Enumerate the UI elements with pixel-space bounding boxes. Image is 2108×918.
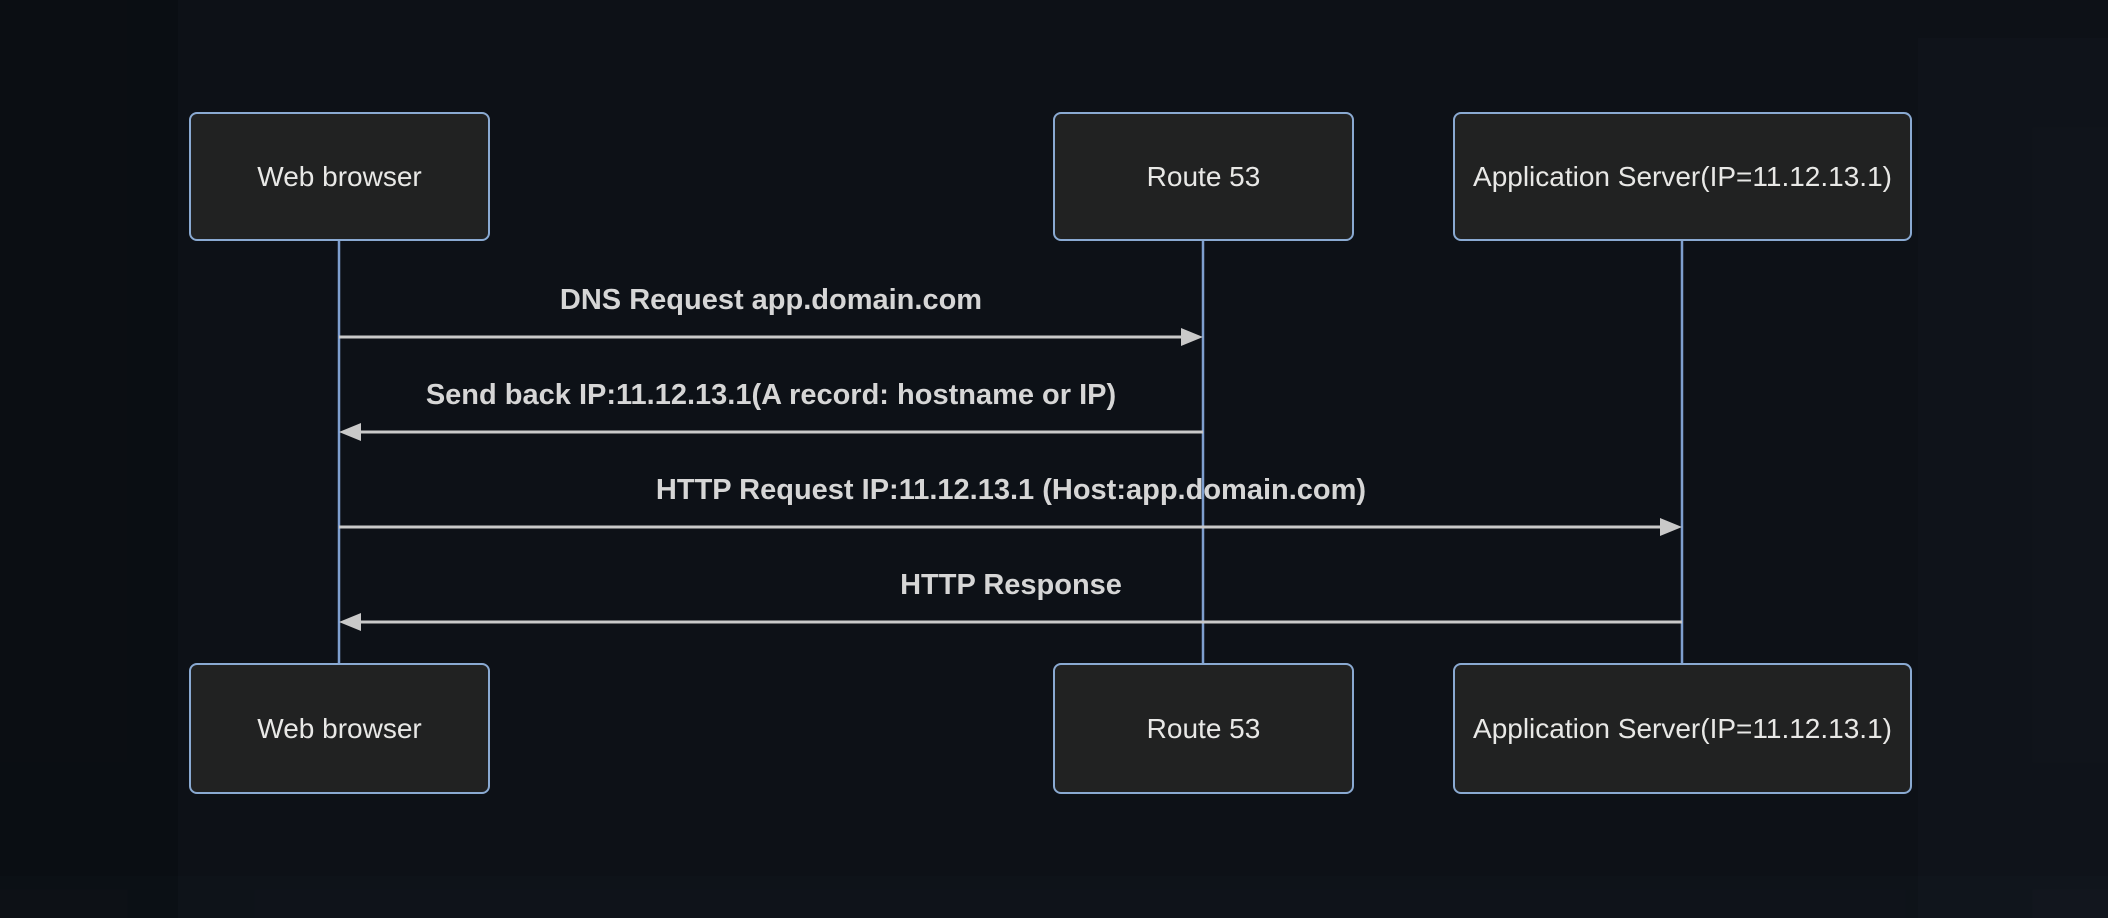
actor-label: Route 53 <box>1146 712 1261 744</box>
actor-label: Route 53 <box>1146 160 1261 192</box>
actor-box-app-server-bottom: Application Server(IP=11.12.13.1) <box>1453 663 1912 794</box>
actor-box-web-browser-top: Web browser <box>189 112 490 241</box>
actor-label: Web browser <box>257 712 422 744</box>
arrowhead-left-icon <box>339 613 361 631</box>
actor-box-route-53-bottom: Route 53 <box>1053 663 1354 794</box>
actor-box-app-server-top: Application Server(IP=11.12.13.1) <box>1453 112 1912 241</box>
actor-box-route-53-top: Route 53 <box>1053 112 1354 241</box>
actor-label: Application Server(IP=11.12.13.1) <box>1473 160 1892 192</box>
message-label-http-request: HTTP Request IP:11.12.13.1 (Host:app.dom… <box>655 474 1367 506</box>
message-label-dns-response: Send back IP:11.12.13.1(A record: hostna… <box>425 379 1117 411</box>
actor-label: Web browser <box>257 160 422 192</box>
actor-label: Application Server(IP=11.12.13.1) <box>1473 712 1892 744</box>
message-label-dns-request: DNS Request app.domain.com <box>559 284 983 316</box>
actor-box-web-browser-bottom: Web browser <box>189 663 490 794</box>
arrowhead-left-icon <box>339 423 361 441</box>
message-label-http-response: HTTP Response <box>900 569 1122 601</box>
arrowhead-right-icon <box>1181 328 1203 346</box>
arrowhead-right-icon <box>1660 518 1682 536</box>
